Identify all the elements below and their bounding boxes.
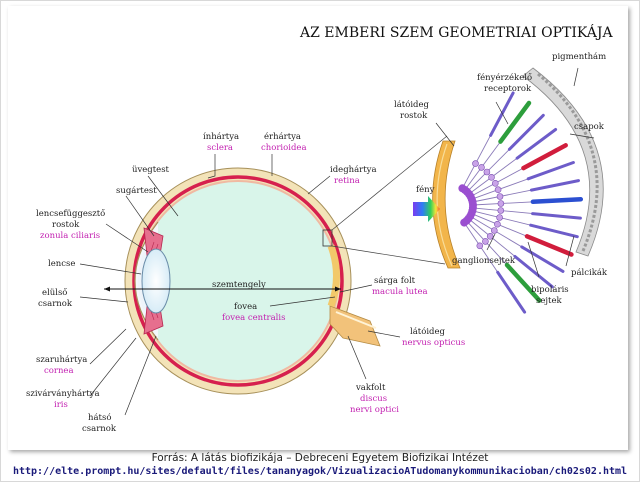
light-arrow bbox=[413, 196, 440, 222]
bipolar-cell bbox=[472, 160, 479, 167]
cone-cell bbox=[524, 234, 574, 257]
label-bipolaris: bipoláris bbox=[531, 284, 569, 295]
label-ganglionsejtek: ganglionsejtek bbox=[452, 256, 516, 266]
label-fovea-centralis: fovea centralis bbox=[222, 313, 285, 323]
label-latoideg-rostok-1: látóideg bbox=[394, 99, 430, 110]
label-sugartest: sugártest bbox=[116, 185, 157, 196]
optic-nerve bbox=[329, 305, 381, 347]
label-elulso: elülső bbox=[42, 287, 67, 298]
label-szemtengely: szemtengely bbox=[212, 280, 266, 290]
rod-cell bbox=[496, 270, 527, 314]
rod-cell bbox=[515, 128, 558, 160]
bipolar-cell bbox=[496, 214, 503, 221]
label-uvegtest: üvegtest bbox=[132, 165, 170, 175]
label-sejtek: sejtek bbox=[536, 296, 562, 306]
eyeball bbox=[104, 167, 381, 395]
label-sclera: sclera bbox=[207, 143, 233, 153]
cone-cell bbox=[521, 143, 568, 171]
ganglion-cell bbox=[460, 218, 469, 227]
rod-cell bbox=[529, 179, 580, 192]
bipolar-cell bbox=[488, 174, 495, 181]
label-discus: discus bbox=[360, 394, 387, 404]
lens bbox=[141, 248, 171, 314]
retina-detail bbox=[432, 67, 604, 314]
bipolar-cell bbox=[482, 238, 489, 245]
bipolar-cell bbox=[483, 168, 491, 176]
label-csarnok2: csarnok bbox=[82, 424, 117, 434]
rod-cell bbox=[513, 255, 554, 289]
label-hatso: hátsó bbox=[88, 412, 111, 423]
bipolar-cell bbox=[497, 200, 505, 207]
choroid-layer bbox=[132, 175, 344, 387]
label-szaruhartya: szaruhártya bbox=[36, 354, 87, 365]
label-sargafolt: sárga folt bbox=[374, 275, 416, 286]
label-csapok: csapok bbox=[574, 122, 605, 132]
rod-cell bbox=[531, 212, 582, 220]
label-cornea: cornea bbox=[44, 366, 74, 376]
pigment-epithelium bbox=[522, 67, 604, 257]
leader-lines bbox=[79, 67, 595, 416]
label-latoideg-rostok-2: rostok bbox=[400, 111, 428, 121]
rod-cell bbox=[489, 91, 515, 137]
label-latoideg: látóideg bbox=[410, 326, 446, 337]
label-iris: iris bbox=[54, 400, 68, 410]
rod-cell bbox=[520, 245, 565, 273]
bipolar-cell bbox=[486, 233, 494, 240]
cone-cell bbox=[530, 197, 584, 205]
label-szivarvany: szivárványhártya bbox=[26, 388, 100, 399]
label-nervus: nervus opticus bbox=[402, 338, 465, 348]
labels: ínhártya sclera érhártya chorioidea üveg… bbox=[26, 51, 608, 434]
label-zonula: zonula ciliaris bbox=[40, 231, 100, 241]
label-receptorok: receptorok bbox=[484, 84, 532, 94]
diagram-card: AZ EMBERI SZEM GEOMETRIAI OPTIKÁJA bbox=[8, 6, 628, 450]
label-inhartya: ínhártya bbox=[203, 131, 239, 142]
bipolar-cell bbox=[494, 220, 501, 228]
zoom-box bbox=[322, 229, 333, 247]
source-url: http://elte.prompt.hu/sites/default/file… bbox=[12, 466, 628, 477]
label-fenyerzekelo: fényérzékelő bbox=[477, 72, 532, 83]
cone-cell bbox=[498, 100, 532, 144]
source-caption: Forrás: A látás biofizikája – Debreceni … bbox=[151, 452, 489, 464]
rod-cell bbox=[529, 223, 579, 239]
bipolar-cell bbox=[496, 193, 504, 200]
label-vakfolt: vakfolt bbox=[355, 383, 386, 393]
label-erhartya: érhártya bbox=[264, 131, 301, 142]
label-palcikak: pálcikák bbox=[571, 267, 608, 278]
label-rostok: rostok bbox=[52, 220, 80, 230]
bipolar-cell bbox=[476, 242, 484, 250]
label-lencse: lencse bbox=[48, 259, 75, 269]
label-feny: fény bbox=[416, 184, 435, 195]
label-retina: retina bbox=[334, 176, 360, 186]
label-chorioidea: chorioidea bbox=[261, 143, 307, 153]
label-nervi-optici: nervi optici bbox=[350, 405, 399, 415]
label-pigmentham: pigmenthám bbox=[552, 51, 606, 62]
label-ideghartya: ideghártya bbox=[330, 164, 377, 175]
diagram-title: AZ EMBERI SZEM GEOMETRIAI OPTIKÁJA bbox=[299, 23, 614, 41]
eye-optics-diagram: AZ EMBERI SZEM GEOMETRIAI OPTIKÁJA bbox=[26, 23, 614, 434]
photoreceptor-cells bbox=[458, 91, 584, 314]
label-csarnok: csarnok bbox=[38, 299, 73, 309]
label-lencsefuggeszto: lencsefüggesztő bbox=[36, 208, 105, 219]
label-macula: macula lutea bbox=[372, 287, 428, 297]
macula-region bbox=[327, 244, 340, 308]
label-fovea: fovea bbox=[234, 302, 257, 312]
rod-cell bbox=[526, 161, 575, 181]
bipolar-cell bbox=[478, 164, 485, 171]
bipolar-cell bbox=[491, 180, 499, 187]
rod-cell bbox=[507, 113, 545, 151]
cone-cell bbox=[504, 262, 542, 303]
bipolar-cell bbox=[494, 186, 502, 193]
bipolar-cell bbox=[497, 207, 505, 214]
bipolar-cell bbox=[490, 227, 498, 234]
